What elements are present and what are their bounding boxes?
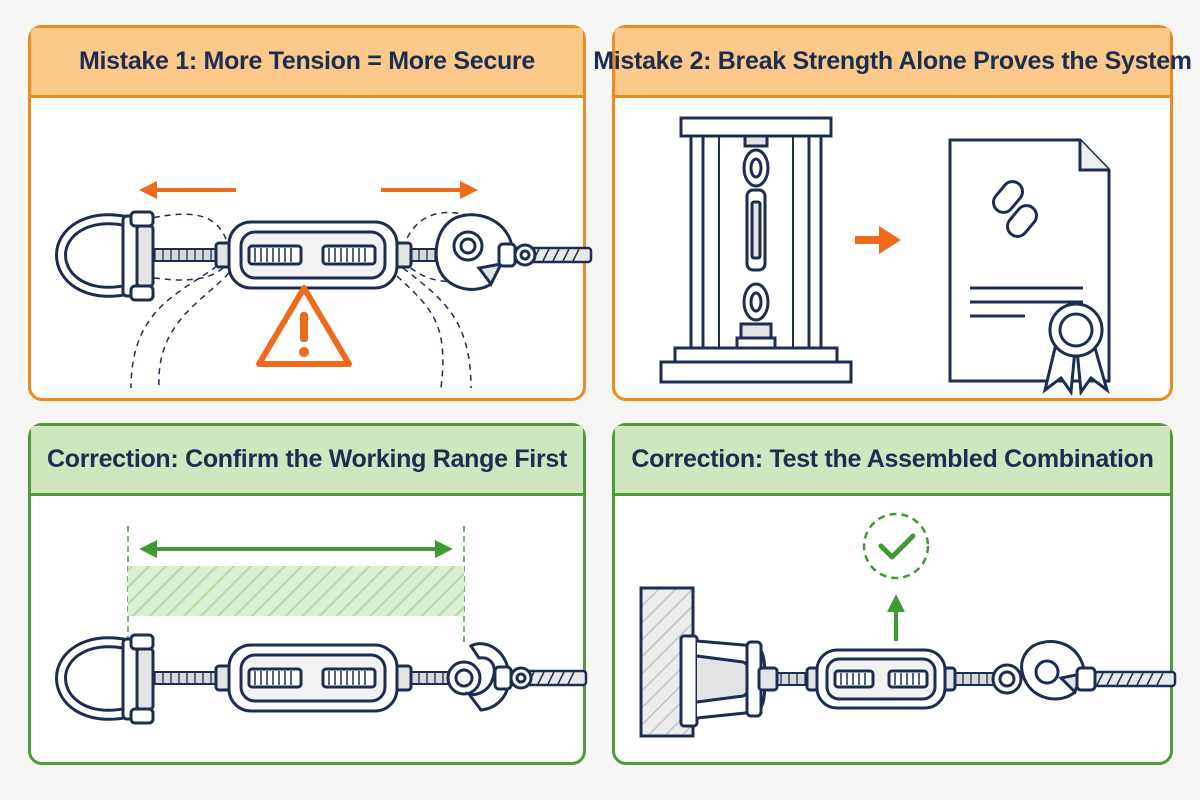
mistake-2-illustration (659, 116, 1111, 397)
hook-icon (434, 213, 537, 291)
turnbuckle-icon (214, 643, 413, 713)
panel-title: Mistake 1: More Tension = More Secure (31, 28, 583, 98)
arrow-icon (855, 226, 901, 254)
tension-arrows (139, 181, 478, 199)
arrow-up-icon (887, 594, 905, 641)
check-icon (862, 512, 930, 580)
panel-mistake-2: Mistake 2: Break Strength Alone Proves t… (593, 25, 1192, 401)
hook-icon (446, 642, 533, 712)
threaded-rods (148, 671, 454, 685)
working-range-indicator (127, 526, 465, 646)
clevis-bracket-icon (679, 634, 779, 728)
certificate-icon (948, 138, 1111, 397)
shackle-icon (54, 210, 155, 302)
panel-title: Correction: Confirm the Working Range Fi… (31, 426, 583, 496)
hook-icon (991, 640, 1097, 701)
warning-icon (256, 285, 352, 367)
turnbuckle-icon (214, 220, 413, 290)
correction-2-illustration (639, 512, 1177, 738)
panel-title: Correction: Test the Assembled Combinati… (615, 426, 1170, 496)
panel-correction-1: Correction: Confirm the Working Range Fi… (28, 423, 588, 765)
test-frame-icon (659, 116, 853, 384)
panel-mistake-1: Mistake 1: More Tension = More Secure (28, 25, 593, 401)
mistake-1-illustration (54, 181, 593, 389)
panel-title: Mistake 2: Break Strength Alone Proves t… (593, 28, 1192, 98)
panel-correction-2: Correction: Test the Assembled Combinati… (612, 423, 1177, 765)
shackle-icon (54, 633, 155, 725)
correction-1-illustration (54, 526, 588, 725)
threaded-rods (774, 672, 998, 686)
deflection-lines (130, 211, 477, 389)
turnbuckle-icon (805, 648, 957, 710)
cable (1093, 670, 1177, 688)
